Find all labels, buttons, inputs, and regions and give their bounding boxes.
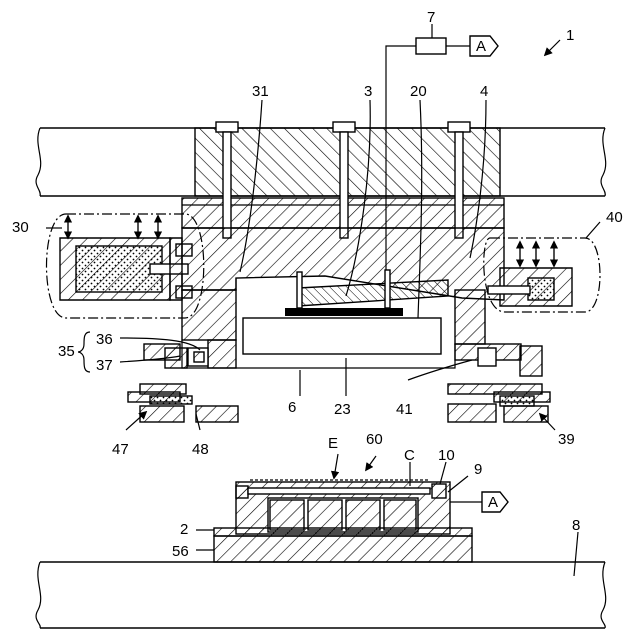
part-20-block (243, 318, 441, 354)
upper-frame (36, 128, 606, 196)
label-40: 40 (606, 209, 623, 226)
label-37: 37 (96, 357, 113, 374)
label-4: 4 (480, 83, 488, 100)
label-36: 36 (96, 331, 113, 348)
label-39: 39 (558, 431, 575, 448)
label-6: 6 (288, 399, 296, 416)
label-8: 8 (572, 517, 580, 534)
label-47: 47 (112, 441, 129, 458)
label-30: 30 (12, 219, 29, 236)
label-a-top: A (476, 38, 486, 55)
label-9: 9 (474, 461, 482, 478)
label-1: 1 (566, 27, 574, 44)
label-41: 41 (396, 401, 413, 418)
label-a-right: A (488, 494, 498, 511)
base-8 (36, 562, 606, 628)
label-10: 10 (438, 447, 455, 464)
brace-35 (78, 332, 90, 372)
label-e: E (328, 435, 338, 452)
label-c: C (404, 447, 415, 464)
label-20: 20 (410, 83, 427, 100)
label-31: 31 (252, 83, 269, 100)
label-35: 35 (58, 343, 75, 360)
left-cylinder-30 (47, 214, 204, 318)
label-48: 48 (192, 441, 209, 458)
label-23: 23 (334, 401, 351, 418)
label-56: 56 (172, 543, 189, 560)
label-7: 7 (427, 9, 435, 26)
label-2: 2 (180, 521, 188, 538)
label-60: 60 (366, 431, 383, 448)
label-3: 3 (364, 83, 372, 100)
lower-die (214, 480, 508, 562)
